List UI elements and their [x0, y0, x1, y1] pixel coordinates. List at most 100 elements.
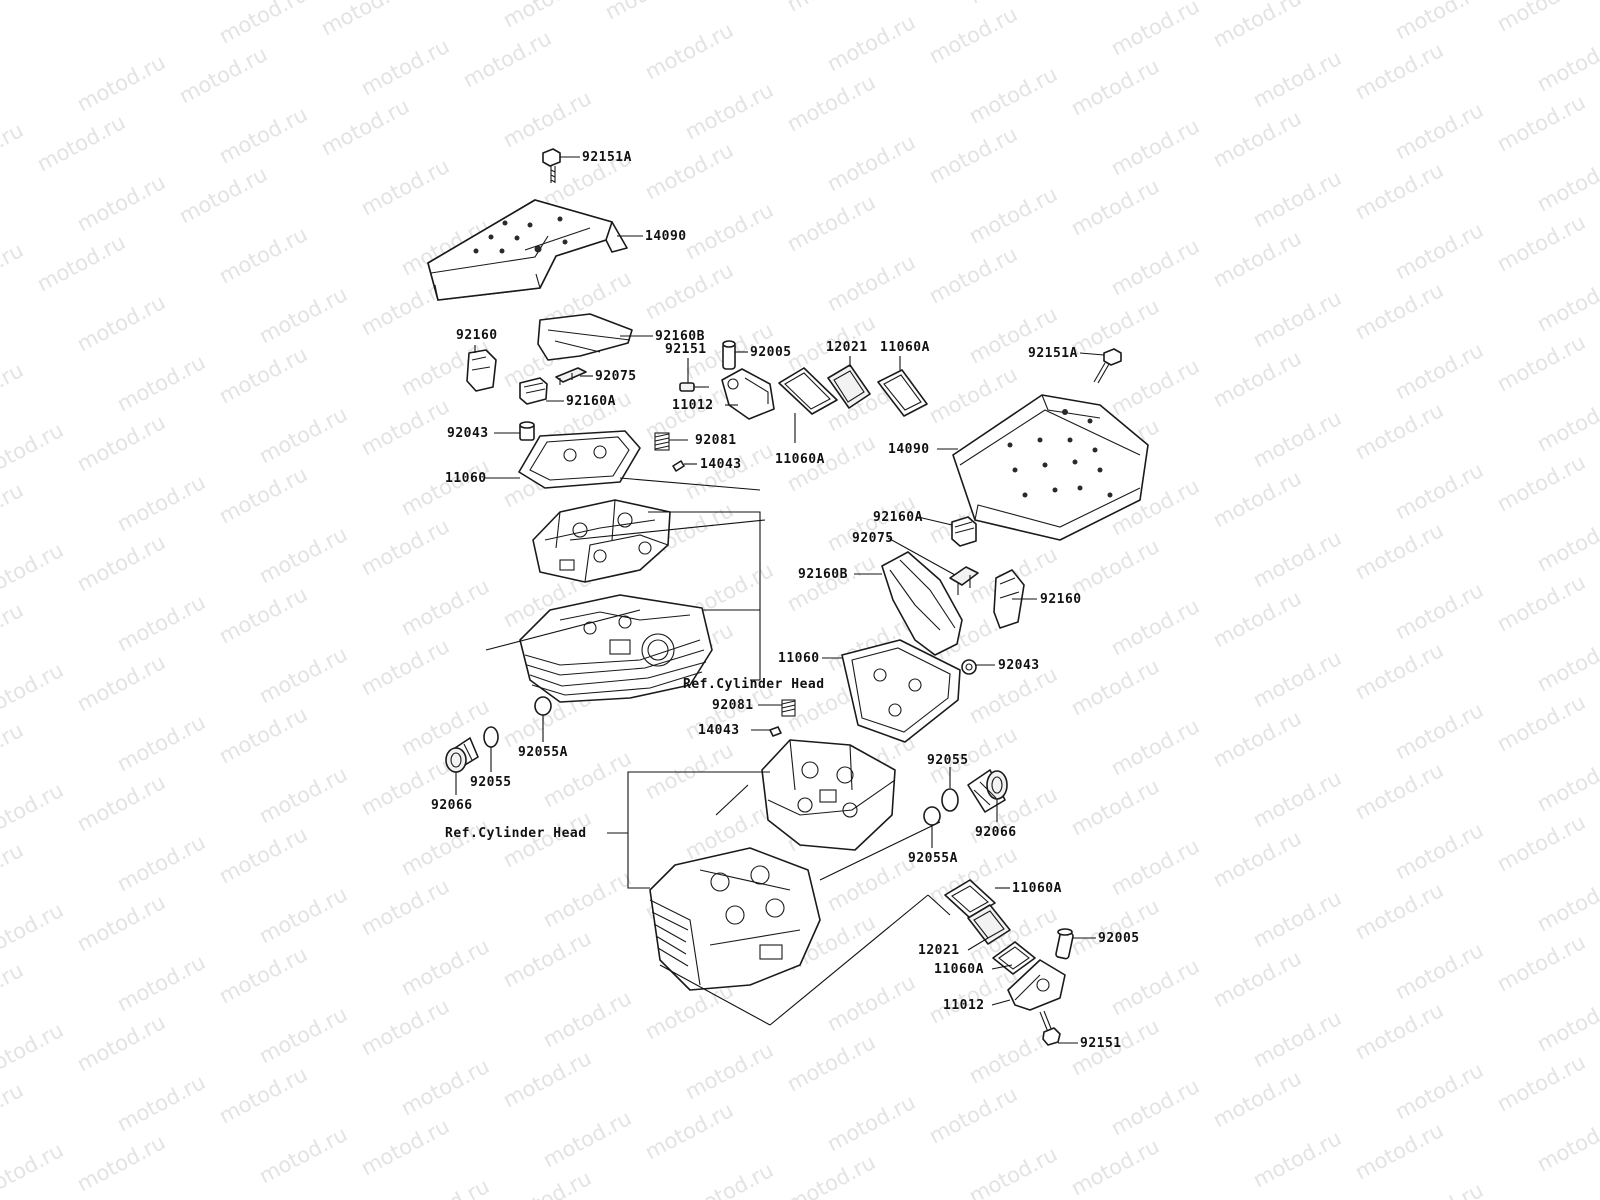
watermark-text: motod.ru [1493, 210, 1589, 276]
watermark-text: motod.ru [823, 250, 919, 316]
watermark-text: motod.ru [1209, 106, 1305, 172]
watermark-text: motod.ru [1533, 150, 1600, 216]
gasket-11060-right [841, 639, 961, 743]
label-92005-left: 92005 [750, 345, 792, 360]
label-92055-left: 92055 [470, 775, 512, 790]
watermark-text: motod.ru [1067, 174, 1163, 240]
watermark-text: motod.ru [1533, 630, 1600, 696]
watermark-text: motod.ru [925, 1082, 1021, 1148]
watermark-text: motod.ru [73, 410, 169, 476]
pin-14043-left [672, 460, 685, 472]
label-11060A-right-bottom: 11060A [934, 962, 984, 977]
watermark-text: motod.ru [113, 350, 209, 416]
watermark-text: motod.ru [33, 230, 129, 296]
watermark-text: motod.ru [113, 710, 209, 776]
label-92043-right: 92043 [998, 658, 1040, 673]
label-92043-left: 92043 [447, 426, 489, 441]
watermark-text: motod.ru [965, 62, 1061, 128]
label-14043-right: 14043 [698, 723, 740, 738]
watermark-text: motod.ru [539, 866, 635, 932]
oring-92055A-left [534, 696, 552, 716]
watermark-text: motod.ru [73, 770, 169, 836]
watermark-text: motod.ru [1107, 834, 1203, 900]
watermark-text: motod.ru [397, 454, 493, 520]
watermark-text: motod.ru [681, 198, 777, 264]
watermark-text: motod.ru [357, 634, 453, 700]
gasket-11060-left [518, 430, 641, 489]
label-92151-left: 92151 [665, 342, 707, 357]
watermark-text: motod.ru [783, 0, 879, 16]
label-92160B-right: 92160B [798, 567, 848, 582]
watermark-text: motod.ru [1493, 570, 1589, 636]
watermark-text: motod.ru [681, 1038, 777, 1104]
bolt-92151A-right [1093, 348, 1122, 384]
watermark-text: motod.ru [73, 170, 169, 236]
oring-92055-right [941, 788, 959, 812]
watermark-text: motod.ru [783, 1150, 879, 1200]
pipe-92066-right [967, 769, 1008, 813]
watermark-text: motod.ru [255, 402, 351, 468]
watermark-text: motod.ru [1533, 390, 1600, 456]
plate-11012-right [1007, 959, 1066, 1011]
watermark-text: motod.ru [1249, 1006, 1345, 1072]
bolt-92151A-top [542, 148, 561, 183]
watermark-text: motod.ru [1533, 990, 1600, 1056]
cover-14090-left [427, 199, 628, 301]
watermark-text: motod.ru [1067, 54, 1163, 120]
watermark-text: motod.ru [33, 110, 129, 176]
watermark-text: motod.ru [641, 1098, 737, 1164]
watermark-text: motod.ru [113, 590, 209, 656]
watermark-text: motod.ru [1351, 758, 1447, 824]
label-11060A-left-bottom: 11060A [775, 452, 825, 467]
watermark-text: motod.ru [539, 986, 635, 1052]
watermark-text: motod.ru [73, 530, 169, 596]
label-92005-right: 92005 [1098, 931, 1140, 946]
watermark-text: motod.ru [317, 94, 413, 160]
watermark-text: motod.ru [1533, 510, 1600, 576]
label-92055-right: 92055 [927, 753, 969, 768]
watermark-text: motod.ru [1391, 98, 1487, 164]
watermark-text: motod.ru [113, 470, 209, 536]
spring-92081-left [654, 432, 670, 451]
label-11012-left: 11012 [672, 398, 714, 413]
watermark-text: motod.ru [113, 950, 209, 1016]
sleeve-92043-left [519, 421, 535, 441]
sleeve-92043-right [961, 659, 977, 675]
leader-lines [455, 156, 1105, 1044]
watermark-text: motod.ru [1209, 466, 1305, 532]
label-92151A-right: 92151A [1028, 346, 1078, 361]
watermark-text: motod.ru [73, 50, 169, 116]
watermark-text: motod.ru [215, 942, 311, 1008]
watermark-text: motod.ru [783, 70, 879, 136]
ref-bracket-upper [485, 477, 766, 681]
label-92075-left: 92075 [595, 369, 637, 384]
watermark-text: motod.ru [641, 18, 737, 84]
label-11060A-right-top: 11060A [1012, 881, 1062, 896]
watermark-text: motod.ru [1533, 870, 1600, 936]
watermark-text: motod.ru [0, 658, 67, 724]
watermark-text: motod.ru [1209, 1066, 1305, 1132]
watermark-text: motod.ru [1209, 826, 1305, 892]
watermark-text: motod.ru [73, 1010, 169, 1076]
watermark-text: motod.ru [1391, 338, 1487, 404]
label-14090-right: 14090 [888, 442, 930, 457]
watermark-text: motod.ru [0, 838, 27, 904]
bolt-92151-left [679, 382, 709, 392]
label-11060-right: 11060 [778, 651, 820, 666]
label-14090-top: 14090 [645, 229, 687, 244]
pipe-92066-left [445, 737, 479, 773]
watermark-text: motod.ru [1391, 818, 1487, 884]
watermark-text: motod.ru [175, 162, 271, 228]
valve-12021-left [827, 364, 871, 409]
watermark-text: motod.ru [0, 538, 67, 604]
watermark-text: motod.ru [681, 1158, 777, 1200]
watermark-text: motod.ru [1107, 1074, 1203, 1140]
watermark-text: motod.ru [397, 1174, 493, 1200]
label-92160A-left: 92160A [566, 394, 616, 409]
watermark-text: motod.ru [1391, 938, 1487, 1004]
watermark-text: motod.ru [1351, 998, 1447, 1064]
watermark-text: motod.ru [1249, 886, 1345, 952]
cylinder-head-left [519, 594, 713, 703]
label-92066-left: 92066 [431, 798, 473, 813]
